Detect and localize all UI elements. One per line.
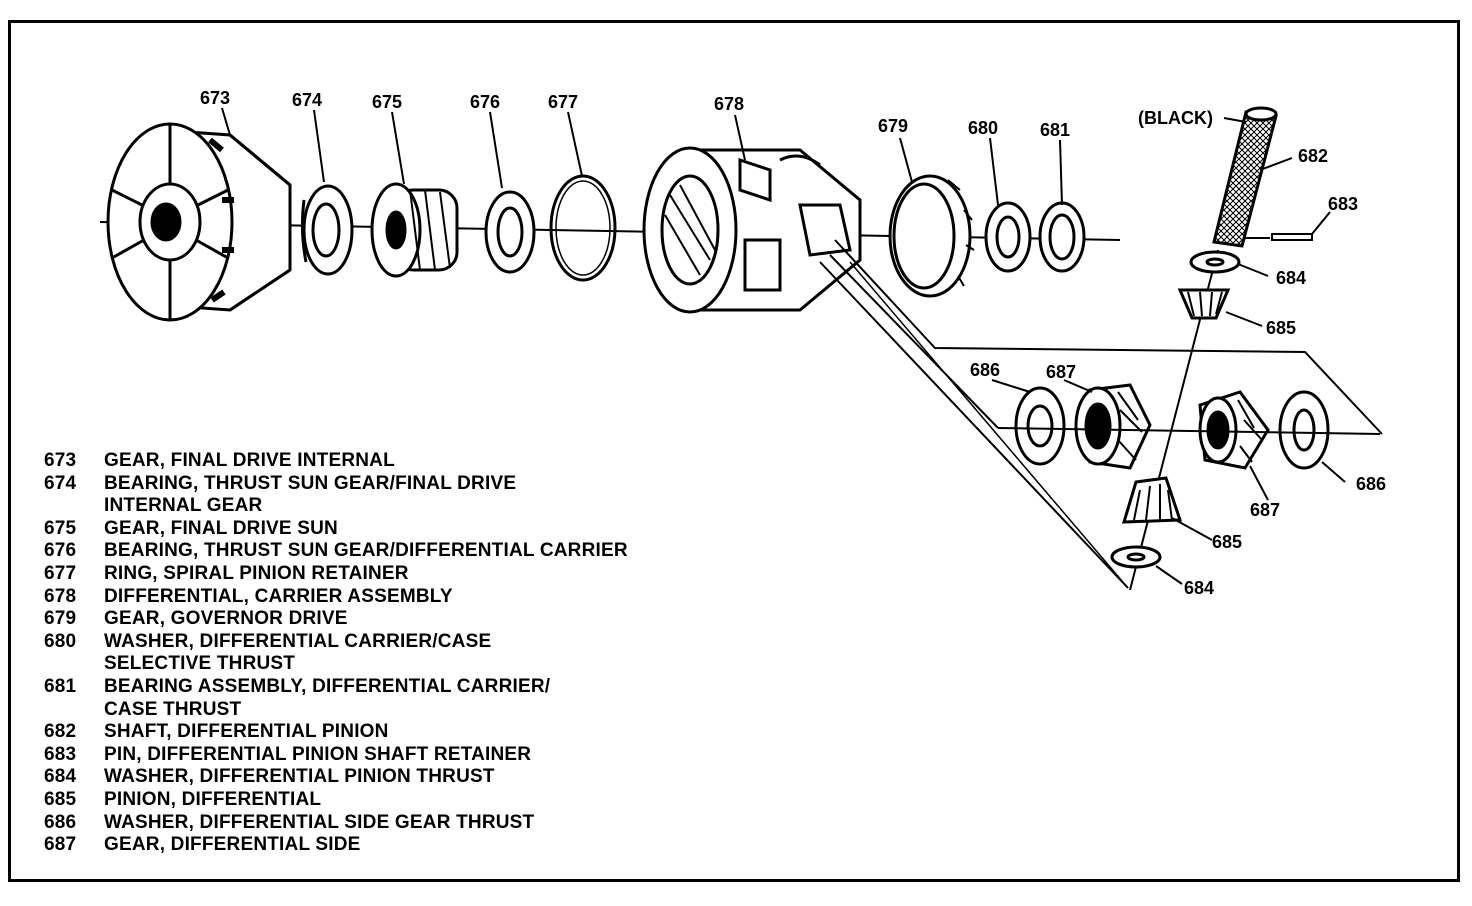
leader-lines	[221, 107, 1346, 585]
callout-674: 674	[292, 90, 322, 110]
legend-part-description: GEAR, DIFFERENTIAL SIDE	[104, 834, 361, 856]
legend-part-number	[44, 653, 104, 676]
legend-row: SELECTIVE THRUST	[44, 653, 744, 676]
callout-678: 678	[714, 94, 744, 114]
legend-row: 681 BEARING ASSEMBLY, DIFFERENTIAL CARRIE…	[44, 676, 744, 699]
side-gear-thrust-washer-left	[1014, 386, 1066, 466]
legend-part-description: BEARING, THRUST SUN GEAR/FINAL DRIVE	[104, 472, 517, 494]
legend-part-description: WASHER, DIFFERENTIAL SIDE GEAR THRUST	[104, 811, 535, 833]
callout-680: 680	[968, 118, 998, 138]
legend-row: 683 PIN, DIFFERENTIAL PINION SHAFT RETAIN…	[44, 744, 744, 767]
legend-part-description: GEAR, FINAL DRIVE SUN	[104, 517, 338, 539]
legend-part-number	[44, 699, 104, 722]
legend-part-description: RING, SPIRAL PINION RETAINER	[104, 562, 409, 584]
legend-row: 673 GEAR, FINAL DRIVE INTERNAL	[44, 450, 744, 473]
differential-side-gear-left	[1074, 383, 1152, 470]
legend-row: INTERNAL GEAR	[44, 495, 744, 518]
callout-677: 677	[548, 92, 578, 112]
legend-part-description: SHAFT, DIFFERENTIAL PINION	[104, 721, 389, 743]
legend-part-description: BEARING ASSEMBLY, DIFFERENTIAL CARRIER/	[104, 675, 551, 697]
legend-part-number: 677	[44, 562, 77, 584]
legend-row: 679 GEAR, GOVERNOR DRIVE	[44, 608, 744, 631]
side-gear-axis-lines	[819, 239, 1383, 589]
legend-part-number: 687	[44, 834, 77, 856]
callout-681: 681	[1040, 120, 1070, 140]
differential-pinion-upper	[1177, 288, 1231, 320]
legend-part-description: BEARING, THRUST SUN GEAR/DIFFERENTIAL CA…	[104, 540, 628, 562]
legend-row: 678 DIFFERENTIAL, CARRIER ASSEMBLY	[44, 586, 744, 609]
legend-row: 674 BEARING, THRUST SUN GEAR/FINAL DRIVE	[44, 473, 744, 496]
legend-part-description: GEAR, GOVERNOR DRIVE	[104, 608, 348, 630]
legend-part-description: CASE THRUST	[104, 698, 242, 720]
differential-carrier-assembly	[642, 146, 862, 314]
callout-black: (BLACK)	[1138, 108, 1213, 128]
legend-part-number: 680	[44, 630, 77, 652]
legend-row: 677 RING, SPIRAL PINION RETAINER	[44, 563, 744, 586]
legend-part-description: INTERNAL GEAR	[104, 495, 263, 517]
pinion-thrust-washer-upper	[1189, 250, 1241, 274]
callout-labels: 673 674 675 676 677 678 679 680 681 (BLA…	[200, 88, 1386, 598]
callout-684-upper: 684	[1276, 268, 1306, 288]
callout-685-lower: 685	[1212, 532, 1242, 552]
legend-row: 687 GEAR, DIFFERENTIAL SIDE	[44, 834, 744, 857]
legend-row: CASE THRUST	[44, 699, 744, 722]
legend-part-number: 684	[44, 766, 77, 788]
callout-676: 676	[470, 92, 500, 112]
differential-pinion-shaft	[1212, 106, 1278, 248]
legend-part-description: DIFFERENTIAL, CARRIER ASSEMBLY	[104, 585, 453, 607]
legend-part-number	[44, 495, 104, 518]
thrust-bearing-676	[484, 190, 536, 274]
callout-687-left: 687	[1046, 362, 1076, 382]
callout-687-right: 687	[1250, 500, 1280, 520]
legend-part-description: PIN, DIFFERENTIAL PINION SHAFT RETAINER	[104, 743, 532, 765]
callout-683: 683	[1328, 194, 1358, 214]
legend-part-description: WASHER, DIFFERENTIAL PINION THRUST	[104, 766, 495, 788]
legend-part-number: 681	[44, 675, 77, 697]
callout-686-right: 686	[1356, 474, 1386, 494]
pinion-shaft-retainer-pin	[1244, 233, 1313, 241]
legend-part-number: 678	[44, 585, 77, 607]
callout-684-lower: 684	[1184, 578, 1214, 598]
legend-part-number: 674	[44, 472, 77, 494]
legend-part-number: 676	[44, 540, 77, 562]
case-thrust-bearing	[1038, 201, 1086, 273]
governor-drive-gear	[888, 174, 975, 298]
legend-part-number: 683	[44, 743, 77, 765]
legend-row: 675 GEAR, FINAL DRIVE SUN	[44, 518, 744, 541]
legend-part-description: PINION, DIFFERENTIAL	[104, 788, 322, 810]
legend-part-description: SELECTIVE THRUST	[104, 653, 296, 675]
legend-row: 684 WASHER, DIFFERENTIAL PINION THRUST	[44, 766, 744, 789]
diagram-frame	[8, 20, 1460, 882]
legend-row: 680 WASHER, DIFFERENTIAL CARRIER/CASE	[44, 631, 744, 654]
legend-row: 682 SHAFT, DIFFERENTIAL PINION	[44, 721, 744, 744]
thrust-bearing-674	[300, 184, 354, 276]
legend-part-number: 673	[44, 450, 77, 471]
spiral-retainer-ring	[549, 174, 617, 282]
callout-682: 682	[1298, 146, 1328, 166]
callout-673: 673	[200, 88, 230, 108]
legend-row: 685 PINION, DIFFERENTIAL	[44, 789, 744, 812]
callout-686-left: 686	[970, 360, 1000, 380]
legend-row: 676 BEARING, THRUST SUN GEAR/DIFFERENTIAL…	[44, 540, 744, 563]
legend-part-description: GEAR, FINAL DRIVE INTERNAL	[104, 450, 395, 471]
pinion-thrust-washer-lower	[1110, 545, 1162, 569]
final-drive-sun-gear	[370, 182, 459, 278]
legend-part-number: 675	[44, 517, 77, 539]
callout-675: 675	[372, 92, 402, 112]
legend-part-number: 682	[44, 721, 77, 743]
legend-part-number: 679	[44, 608, 77, 630]
callout-685-upper: 685	[1266, 318, 1296, 338]
legend-part-number: 686	[44, 811, 77, 833]
legend-part-description: WASHER, DIFFERENTIAL CARRIER/CASE	[104, 630, 492, 652]
legend-part-number: 685	[44, 788, 77, 810]
differential-side-gear-right	[1198, 390, 1270, 470]
selective-thrust-washer	[984, 201, 1032, 273]
legend-row: 686 WASHER, DIFFERENTIAL SIDE GEAR THRUST	[44, 812, 744, 835]
final-drive-internal-gear	[106, 122, 292, 322]
differential-pinion-lower	[1121, 476, 1183, 524]
side-gear-thrust-washer-right	[1278, 390, 1330, 470]
callout-679: 679	[878, 116, 908, 136]
